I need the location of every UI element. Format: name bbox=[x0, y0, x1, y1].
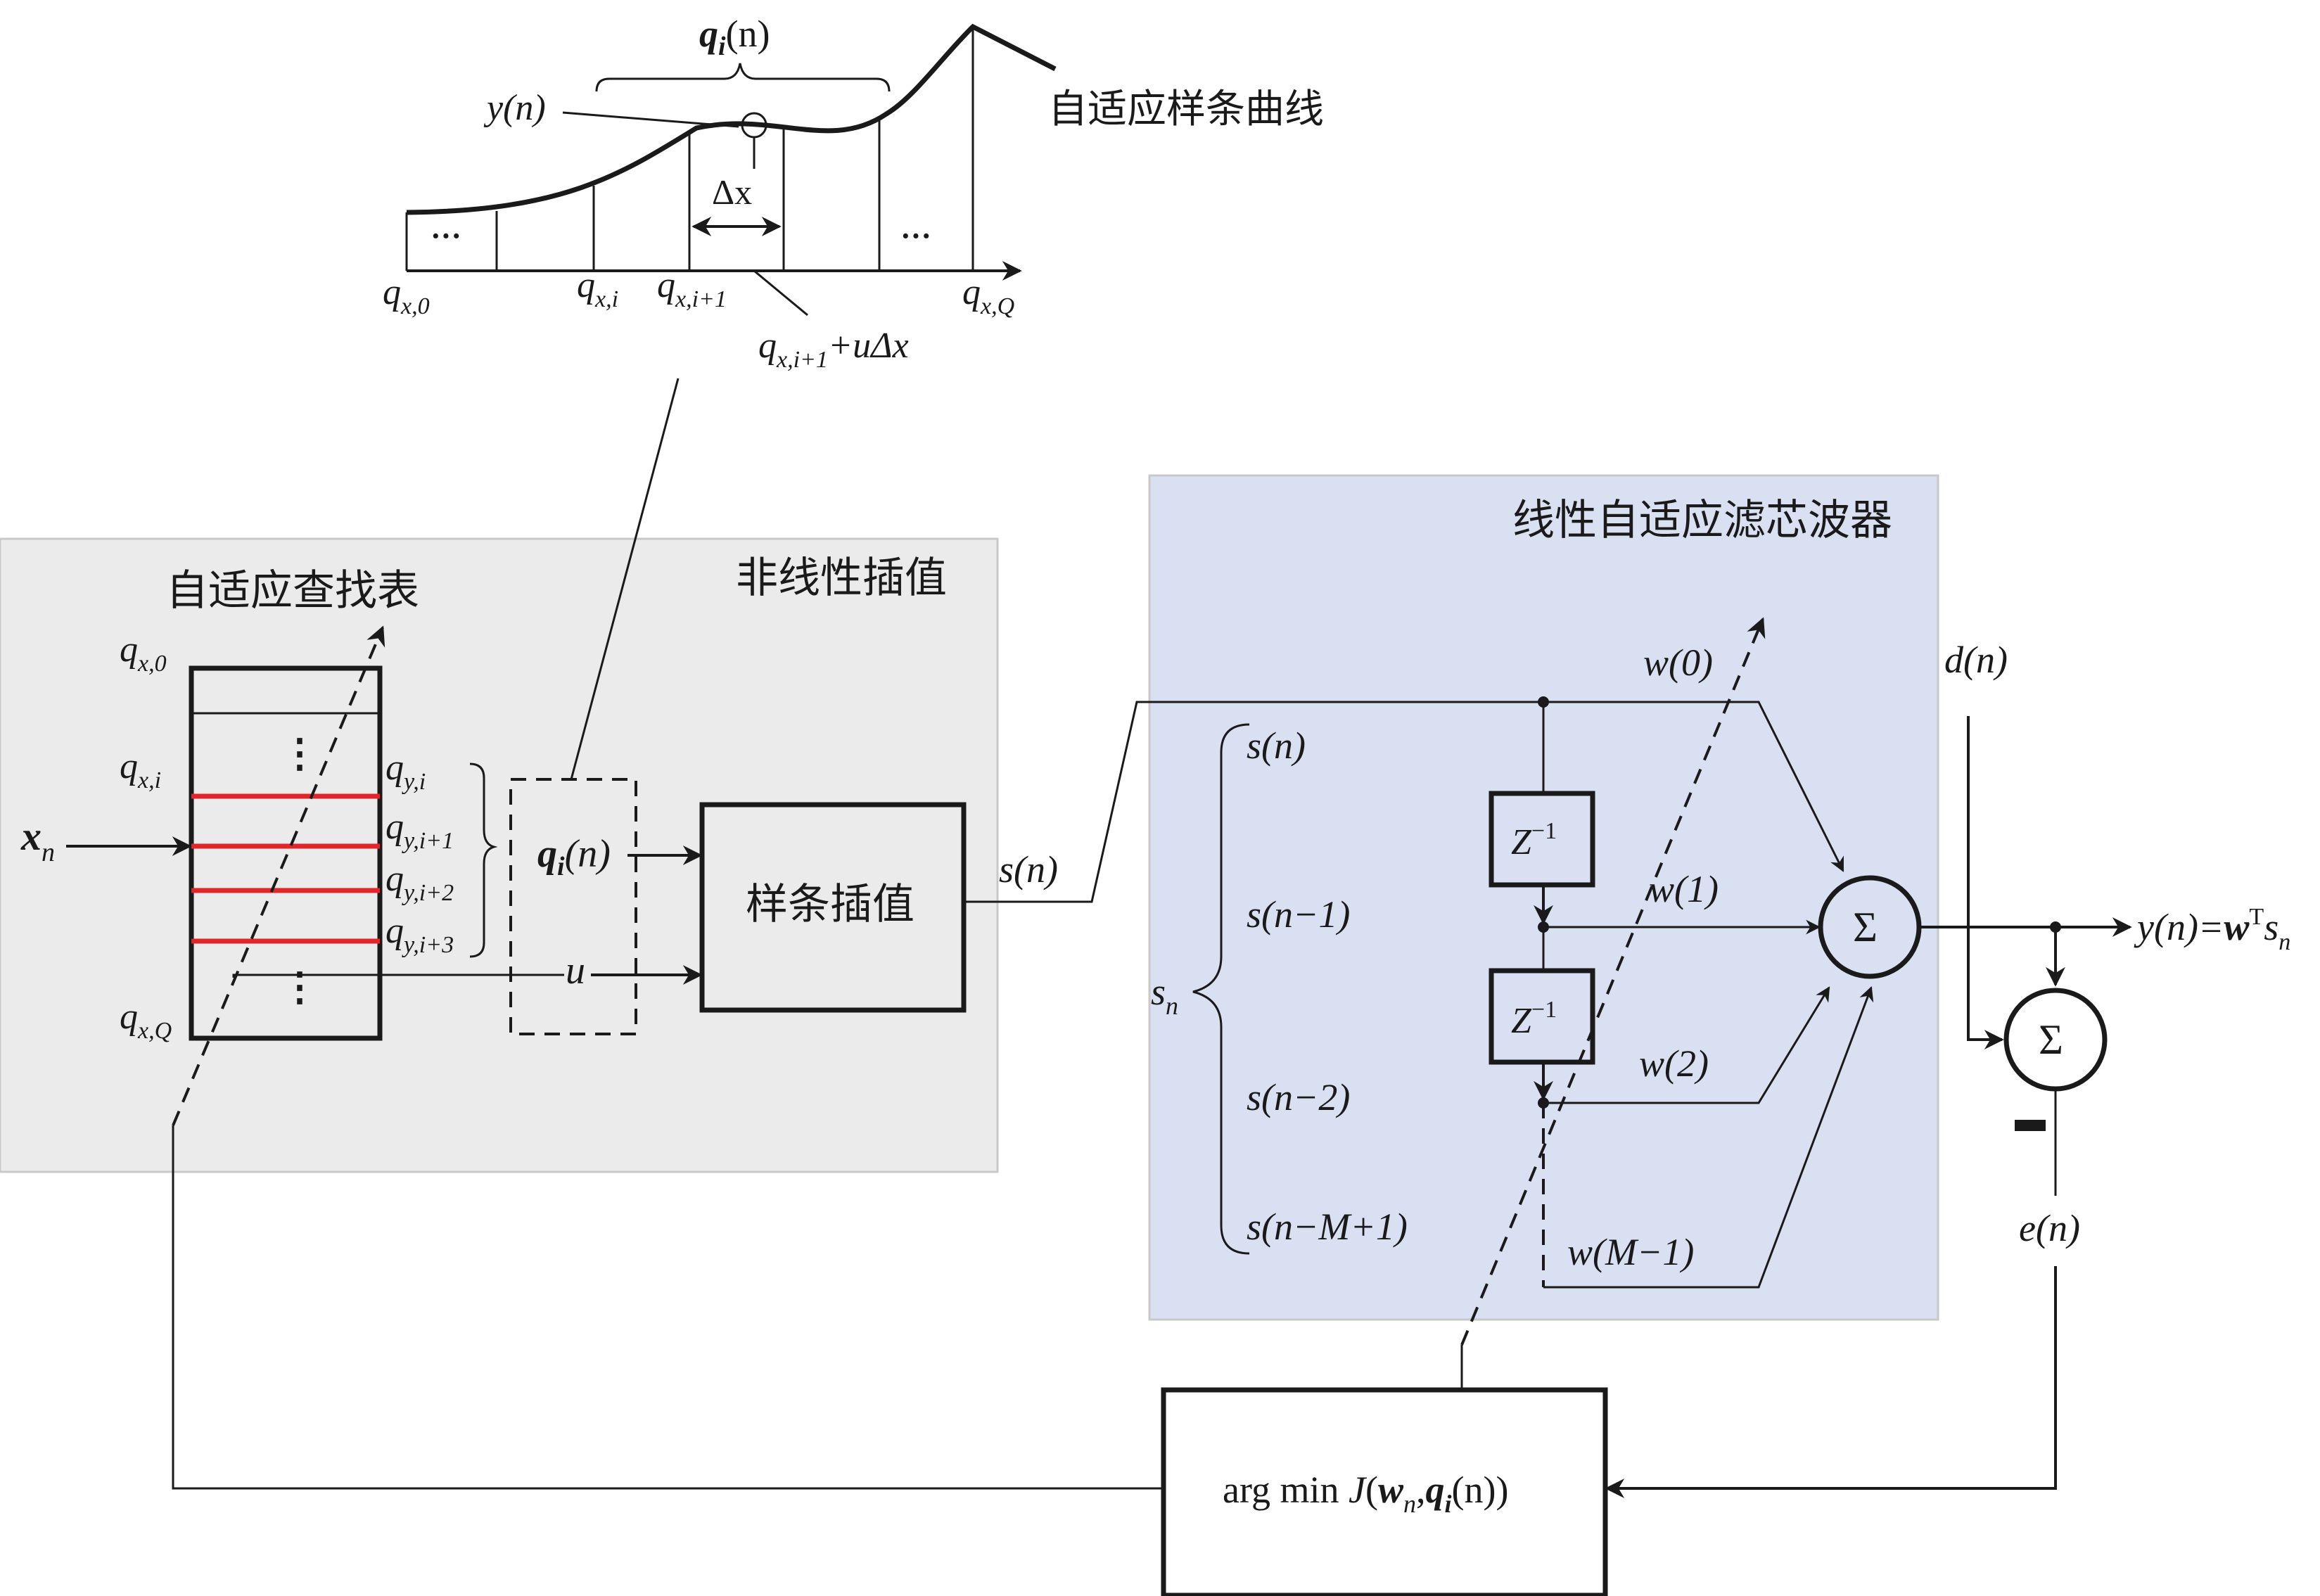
sn-route-line bbox=[965, 701, 1543, 903]
inset-connector bbox=[570, 378, 680, 780]
weight-0: w(0) bbox=[1643, 641, 1713, 684]
taps-brace bbox=[1192, 723, 1250, 1255]
error-to-optimizer bbox=[1605, 1266, 2057, 1498]
lut-qyi: qy,i bbox=[385, 748, 426, 795]
weight-1: w(1) bbox=[1649, 868, 1719, 910]
tap-2: s(n−2) bbox=[1247, 1076, 1350, 1118]
desired-label: d(n) bbox=[1944, 639, 2008, 681]
lut-dots-bottom: ⋮ bbox=[280, 966, 319, 1009]
spline-qi-label: qi(n) bbox=[699, 13, 770, 61]
output-label: y(n)=wTsn bbox=[2134, 904, 2290, 955]
weight-line-0 bbox=[1543, 701, 1844, 872]
nonlinear-region-title: 非线性插值 bbox=[736, 554, 947, 603]
input-xn: xn bbox=[20, 813, 55, 867]
error-label: e(n) bbox=[2019, 1207, 2080, 1249]
tick-qx0: qx,0 bbox=[383, 272, 430, 319]
weight-2: w(2) bbox=[1639, 1042, 1709, 1085]
feedback-to-lut bbox=[172, 1125, 1164, 1490]
tap-M: s(n−M+1) bbox=[1247, 1206, 1408, 1248]
output-side: y(n)=wTsn d(n) Σ e(n) bbox=[1605, 639, 2290, 1498]
lut-qx0: qx,0 bbox=[120, 630, 167, 677]
delta-x-label: Δx bbox=[712, 172, 752, 212]
desired-line bbox=[1967, 716, 2004, 1049]
lut-dots-top: ⋮ bbox=[280, 732, 319, 776]
weight-line-2 bbox=[1543, 986, 1830, 1104]
lut-qxQ: qx,Q bbox=[120, 997, 172, 1044]
lut-title: 自适应查找表 bbox=[166, 566, 419, 615]
spline-dots-left: ··· bbox=[431, 219, 461, 253]
filter-region: 线性自适应滤芯波器 s(n) s(n−1) s(n−2) s(n−M+1) sn… bbox=[1151, 496, 1922, 1289]
delay-2-label: Z−1 bbox=[1511, 997, 1557, 1041]
lut-qxi: qx,i bbox=[120, 746, 161, 793]
optimizer-block bbox=[1161, 1387, 1608, 1596]
qi-brace bbox=[595, 63, 891, 92]
y-pointer-line bbox=[562, 111, 739, 128]
u-out-label: u bbox=[566, 949, 585, 992]
spline-y-label: y(n) bbox=[483, 88, 546, 128]
tap-1: s(n−1) bbox=[1247, 893, 1350, 936]
delay-1-label: Z−1 bbox=[1511, 818, 1557, 862]
spline-curve-title: 自适应样条曲线 bbox=[1048, 87, 1324, 132]
sn-label: sn bbox=[1151, 971, 1178, 1020]
adaptive-spline-curve bbox=[406, 23, 1057, 215]
spline-interp-label: 样条插值 bbox=[746, 880, 914, 929]
qy-brace bbox=[469, 762, 498, 958]
minus-sign bbox=[2015, 1120, 2046, 1131]
nonlinear-region: 非线性插值 自适应查找表 ⋮ ⋮ qx,0 qx,i qx,Q qy,i qy,… bbox=[20, 554, 1058, 1044]
spline-grid-lines bbox=[405, 27, 974, 271]
filter-region-title: 线性自适应滤芯波器 bbox=[1512, 496, 1892, 545]
nonlinear-region-bg bbox=[0, 537, 999, 1173]
spline-interp-block bbox=[699, 802, 967, 1013]
output-dashed-box bbox=[509, 778, 637, 1035]
weight-M: w(M−1) bbox=[1567, 1231, 1694, 1273]
weight-line-M bbox=[1543, 986, 1874, 1289]
optimizer-label: arg min J(wn,qi(n)) bbox=[1223, 1469, 1508, 1518]
lut-qyi1: qy,i+1 bbox=[385, 807, 454, 854]
spline-dots-right: ··· bbox=[900, 219, 931, 253]
filter-summer-symbol: Σ bbox=[1853, 904, 1878, 950]
lut-adapt-diagonal bbox=[172, 625, 385, 1126]
tick-qxQ: qx,Q bbox=[962, 272, 1014, 319]
s-out-label: s(n) bbox=[999, 848, 1058, 890]
interp-point-label: qx,i+1+uΔx bbox=[758, 326, 909, 373]
tap-0: s(n) bbox=[1247, 724, 1306, 767]
weight-adapt-diagonal bbox=[1460, 617, 1766, 1346]
lut-to-u-line bbox=[232, 973, 564, 978]
error-summer-symbol: Σ bbox=[2039, 1016, 2063, 1063]
lut-qyi3: qy,i+3 bbox=[385, 911, 454, 958]
lut-qyi2: qy,i+2 bbox=[385, 859, 454, 906]
interp-point-leader bbox=[753, 269, 808, 317]
qi-out-label: qi(n) bbox=[537, 832, 611, 881]
tick-qxi1: qx,i+1 bbox=[657, 265, 727, 312]
tick-qxi: qx,i bbox=[577, 265, 618, 312]
spline-inset: qi(n) y(n) 自适应样条曲线 Δx ··· ··· qx,0 qx,i … bbox=[383, 13, 1324, 373]
optimizer: arg min J(wn,qi(n)) bbox=[1161, 1387, 1608, 1596]
